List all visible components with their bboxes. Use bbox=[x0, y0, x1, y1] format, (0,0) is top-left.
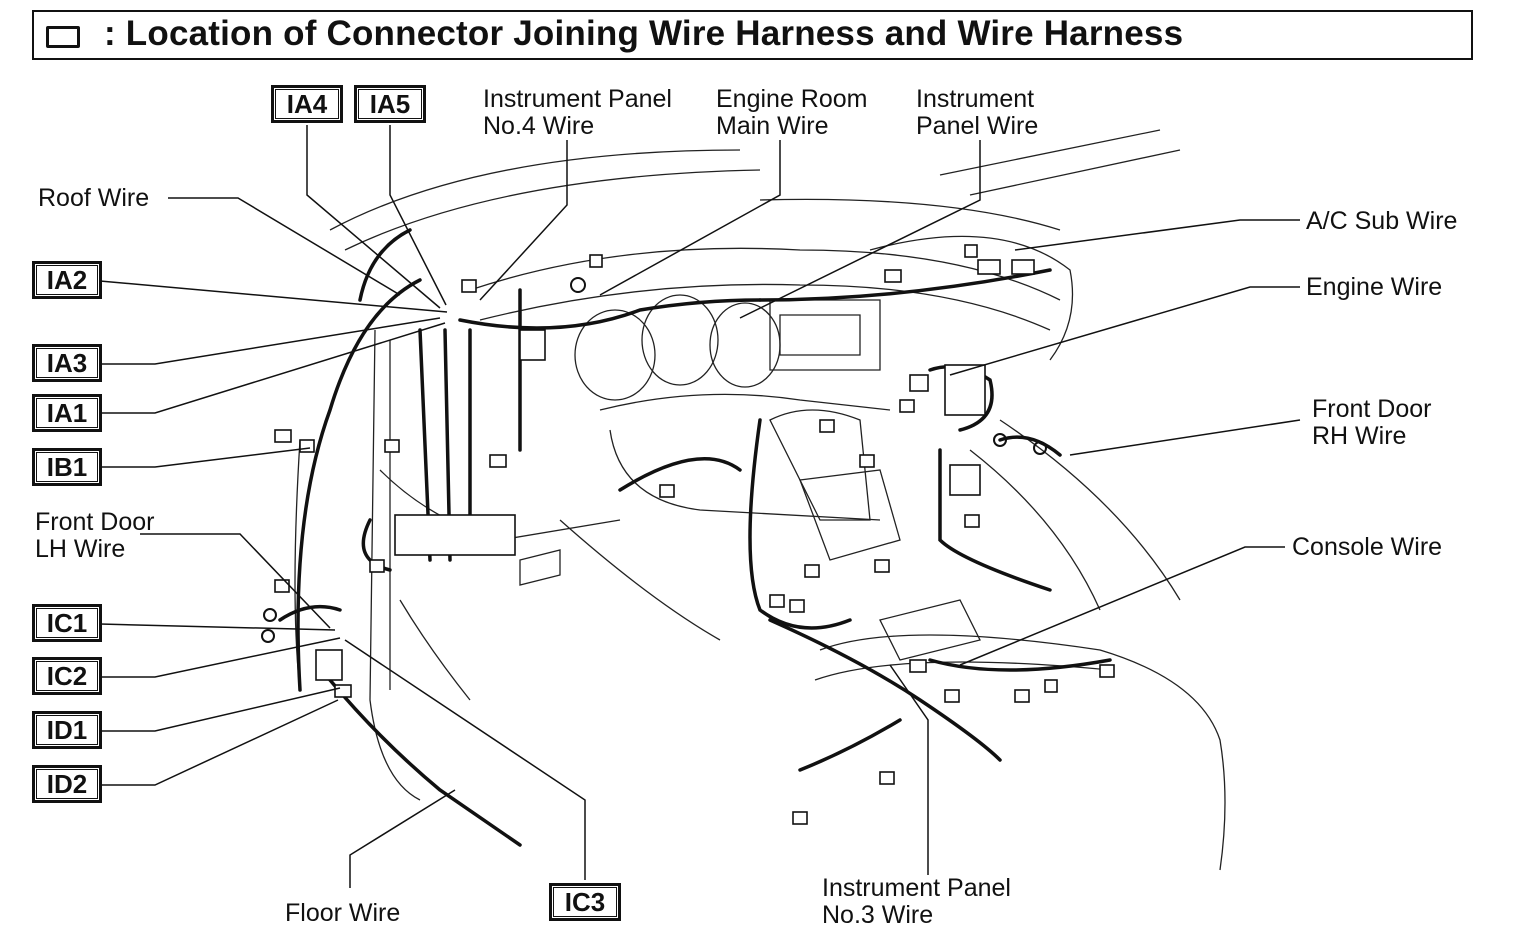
connector-IC2-label: IC2 bbox=[46, 661, 88, 691]
connector-IC3[interactable]: IC3 bbox=[549, 883, 621, 921]
connector-IA4[interactable]: IA4 bbox=[271, 85, 343, 123]
label-ac-sub-wire: A/C Sub Wire bbox=[1306, 207, 1458, 235]
page-title: : Location of Connector Joining Wire Har… bbox=[104, 14, 1184, 53]
title-bar bbox=[32, 10, 1473, 60]
connector-IC3-label: IC3 bbox=[564, 887, 606, 917]
connector-IA1-label: IA1 bbox=[46, 398, 88, 428]
connector-IA1[interactable]: IA1 bbox=[32, 394, 102, 432]
connector-IC1[interactable]: IC1 bbox=[32, 604, 102, 642]
connector-IC1-label: IC1 bbox=[46, 608, 88, 638]
label-console-wire: Console Wire bbox=[1292, 533, 1443, 561]
connector-IB1-label: IB1 bbox=[46, 452, 88, 482]
connector-IB1[interactable]: IB1 bbox=[32, 448, 102, 486]
connector-IA5[interactable]: IA5 bbox=[354, 85, 426, 123]
connector-IA3[interactable]: IA3 bbox=[32, 344, 102, 382]
connector-IA3-label: IA3 bbox=[46, 348, 88, 378]
label-engine-wire: Engine Wire bbox=[1306, 273, 1443, 301]
label-roof-wire: Roof Wire bbox=[38, 184, 150, 212]
connector-IA2[interactable]: IA2 bbox=[32, 261, 102, 299]
label-floor-wire: Floor Wire bbox=[285, 899, 401, 927]
connector-IA4-label: IA4 bbox=[286, 89, 328, 119]
connector-ID2-label: ID2 bbox=[46, 769, 88, 799]
connector-ID2[interactable]: ID2 bbox=[32, 765, 102, 803]
connector-IA2-label: IA2 bbox=[46, 265, 88, 295]
connector-IA5-label: IA5 bbox=[369, 89, 411, 119]
connector-box-icon bbox=[46, 26, 80, 48]
connector-ID1[interactable]: ID1 bbox=[32, 711, 102, 749]
connector-IC2[interactable]: IC2 bbox=[32, 657, 102, 695]
connector-ID1-label: ID1 bbox=[46, 715, 88, 745]
